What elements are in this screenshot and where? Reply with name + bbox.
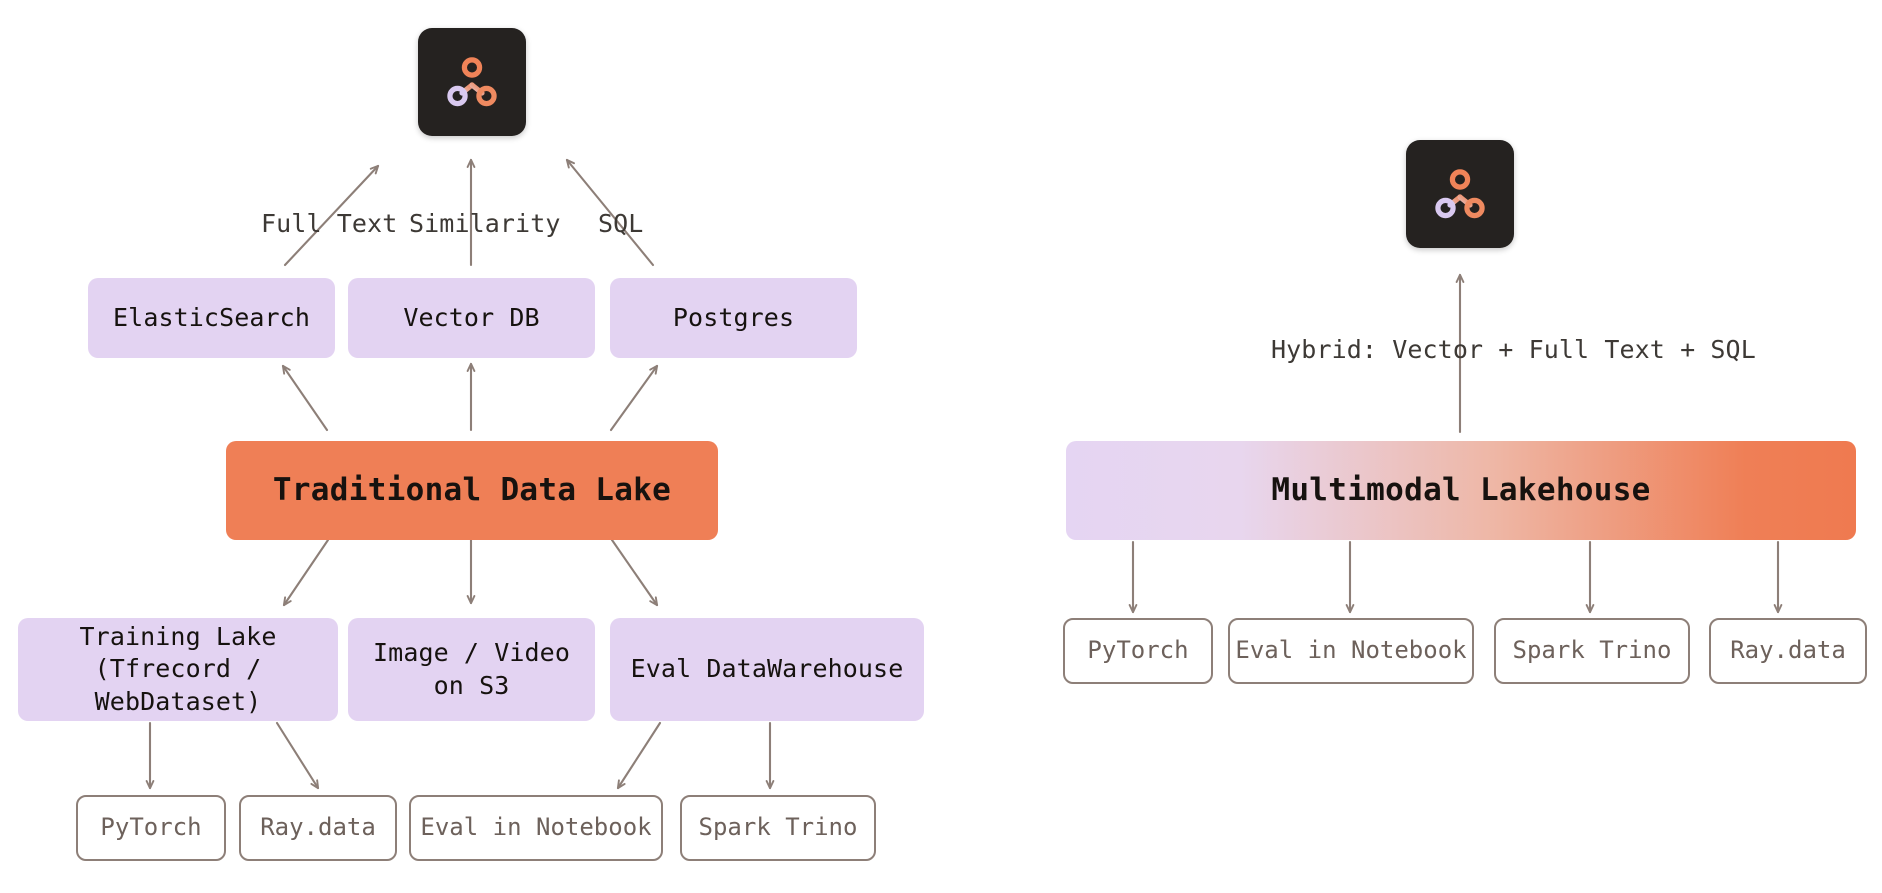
node-label: ElasticSearch	[113, 302, 310, 332]
edge-label-similarity: Similarity	[409, 209, 561, 238]
node-label: Eval DataWarehouse	[630, 654, 904, 684]
node-label-line-1: Training Lake	[79, 621, 277, 651]
left-lakehouse-logo-tile	[418, 28, 526, 136]
right-lakehouse-logo-tile	[1406, 140, 1514, 248]
node-title: Multimodal Lakehouse	[1271, 472, 1651, 509]
node-label-line-2: (Tfrecord / WebDataset)	[94, 654, 262, 716]
node-right-consumer-pytorch[interactable]: PyTorch	[1063, 618, 1213, 684]
node-right-consumer-spark-trino[interactable]: Spark Trino	[1494, 618, 1690, 684]
node-title: Traditional Data Lake	[272, 472, 672, 509]
right-lakehouse-to-consumer-arrows	[1128, 540, 1783, 614]
node-left-consumer-ray-data[interactable]: Ray.data	[239, 795, 397, 861]
node-multimodal-lakehouse[interactable]: Multimodal Lakehouse	[1066, 441, 1856, 540]
node-left-consumer-pytorch[interactable]: PyTorch	[76, 795, 226, 861]
node-label: PyTorch	[1087, 636, 1189, 665]
node-right-consumer-ray-data[interactable]: Ray.data	[1709, 618, 1867, 684]
node-left-consumer-spark-trino[interactable]: Spark Trino	[680, 795, 876, 861]
node-image-video-on-s3[interactable]: Image / Video on S3	[348, 618, 595, 721]
node-vector-db[interactable]: Vector DB	[348, 278, 595, 358]
edge-label-sql: SQL	[598, 209, 644, 238]
left-engine-to-logo-arrows	[283, 158, 655, 267]
node-label: PyTorch	[100, 813, 202, 842]
left-storage-to-consumer-arrows	[145, 721, 775, 790]
three-node-graph-logo-icon	[1435, 169, 1485, 219]
edge-label-hybrid-query: Hybrid: Vector + Full Text + SQL	[1271, 335, 1756, 364]
node-label-line-1: Image / Video	[373, 638, 570, 667]
node-postgres[interactable]: Postgres	[610, 278, 857, 358]
node-label: Spark Trino	[1512, 636, 1672, 665]
node-label-line-2: on S3	[433, 670, 510, 700]
node-right-consumer-eval-in-notebook[interactable]: Eval in Notebook	[1228, 618, 1474, 684]
node-traditional-data-lake[interactable]: Traditional Data Lake	[226, 441, 718, 540]
node-label: Postgres	[672, 302, 795, 332]
node-label: Ray.data	[260, 813, 376, 842]
node-label: Spark Trino	[698, 813, 858, 842]
node-training-lake[interactable]: Training Lake (Tfrecord / WebDataset)	[18, 618, 338, 721]
node-label: Eval in Notebook	[1235, 636, 1467, 665]
edge-label-full-text: Full Text	[261, 209, 398, 238]
three-node-graph-logo-icon	[447, 57, 497, 107]
left-lake-to-engine-arrows	[281, 362, 659, 432]
node-label: Eval in Notebook	[420, 813, 652, 842]
left-lake-to-storage-arrows	[282, 538, 659, 607]
node-elasticsearch[interactable]: ElasticSearch	[88, 278, 335, 358]
node-label: Vector DB	[403, 302, 540, 332]
node-eval-datawarehouse[interactable]: Eval DataWarehouse	[610, 618, 924, 721]
node-label: Ray.data	[1730, 636, 1846, 665]
node-left-consumer-eval-in-notebook[interactable]: Eval in Notebook	[409, 795, 663, 861]
